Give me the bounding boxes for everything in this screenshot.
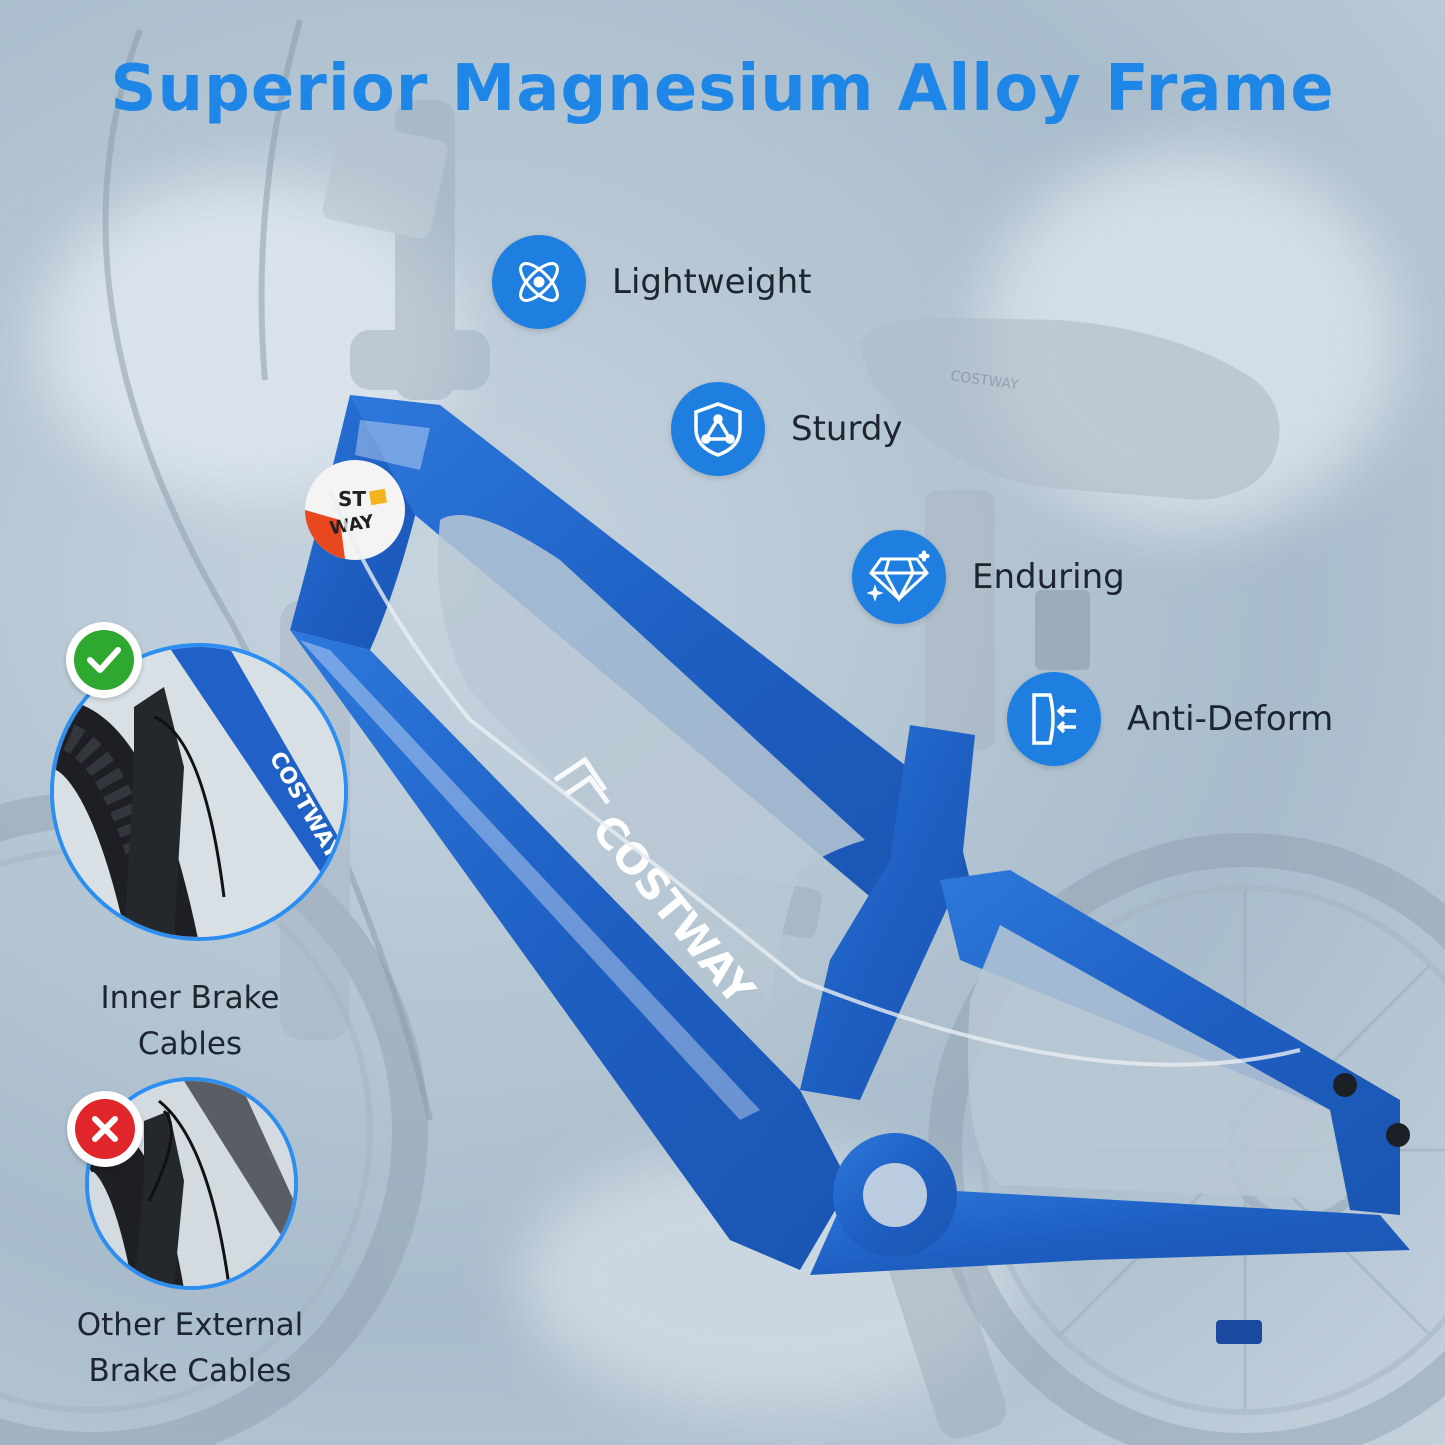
check-icon bbox=[74, 630, 134, 690]
diamond-icon bbox=[852, 530, 946, 624]
shield-triangle-icon bbox=[671, 382, 765, 476]
feature-label: Sturdy bbox=[791, 409, 903, 449]
feature-label: Enduring bbox=[972, 557, 1125, 597]
frame-sticker: ST WAY bbox=[305, 460, 405, 560]
brand-logo-mark bbox=[553, 756, 611, 805]
frame-bolts bbox=[1216, 1073, 1410, 1344]
cross-icon bbox=[75, 1099, 135, 1159]
sticker-text-top: ST bbox=[338, 487, 366, 511]
page-title: Superior Magnesium Alloy Frame bbox=[110, 52, 1335, 126]
check-badge bbox=[66, 622, 142, 698]
atom-icon bbox=[492, 235, 586, 329]
feature-label: Anti-Deform bbox=[1127, 699, 1334, 739]
feature-sturdy: Sturdy bbox=[671, 382, 903, 476]
inner-cables-caption: Inner Brake Cables bbox=[100, 980, 280, 1062]
cross-badge bbox=[67, 1091, 143, 1167]
feature-anti-deform: Anti-Deform bbox=[1007, 672, 1333, 766]
frame-highlights bbox=[300, 420, 760, 1120]
external-cables-caption: Other External Brake Cables bbox=[76, 1307, 304, 1389]
feature-label: Lightweight bbox=[612, 262, 812, 302]
feature-lightweight: Lightweight bbox=[492, 235, 811, 329]
brake-cable bbox=[328, 489, 1301, 1067]
external-cables-photo bbox=[85, 1077, 298, 1290]
inner-cables-photo: COSTWAY bbox=[50, 643, 348, 941]
saddle-ghost: COSTWAY bbox=[860, 317, 1280, 750]
compress-arrows-icon bbox=[1007, 672, 1101, 766]
handlebar-stem-ghost bbox=[102, 19, 490, 1121]
feature-enduring: Enduring bbox=[852, 530, 1125, 624]
